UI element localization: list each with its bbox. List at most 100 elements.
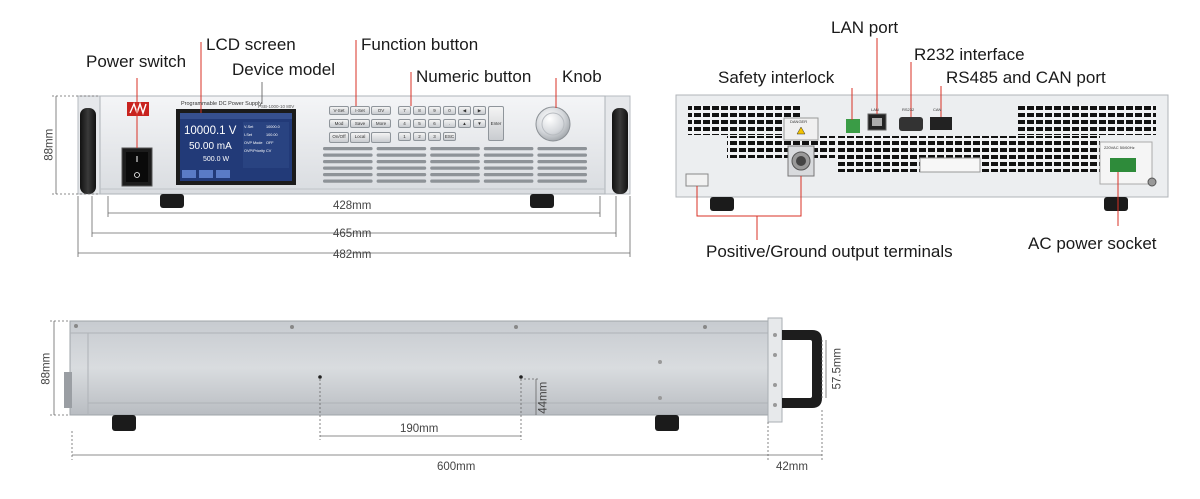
rs485-can-port [930, 117, 952, 130]
dim-front-465: 465mm [333, 228, 372, 240]
front-vent-slot [323, 173, 373, 177]
front-vent-slot [483, 166, 534, 170]
front-vent-slot [376, 160, 427, 164]
side-mount-hole-right [519, 375, 523, 379]
callout-output-terminals: Positive/Ground output terminals [706, 242, 953, 261]
callout-lcd-screen: LCD screen [206, 35, 296, 54]
front-callout-lines [136, 40, 557, 148]
side-body [69, 320, 769, 416]
dim-side-190: 190mm [400, 423, 439, 435]
numeric-button-2: 2 [413, 132, 426, 141]
function-button-5: Save [350, 119, 370, 128]
callout-r232-interface: R232 interface [914, 45, 1025, 64]
front-vent-slot [376, 179, 427, 183]
front-dimension-lines [52, 95, 631, 257]
rear-port-label-lan: LAN [871, 107, 879, 112]
side-handle [782, 330, 822, 408]
numeric-button-5: 5 [413, 119, 426, 128]
front-left-handle [80, 108, 96, 194]
numeric-button-esc: ESC [443, 132, 456, 141]
side-foot-left [112, 415, 136, 431]
function-button-3: OV [371, 106, 391, 115]
callout-lan-port: LAN port [831, 18, 899, 37]
front-right-handle [612, 108, 628, 194]
side-view [64, 317, 822, 431]
front-vent-slot [430, 147, 480, 151]
lcd-row-value-1: 10000.0 [266, 125, 280, 129]
front-vent-slot [430, 173, 480, 177]
rear-view [675, 94, 1169, 211]
lcd-row-value-3: OFF [266, 141, 274, 145]
callout-knob: Knob [562, 67, 602, 86]
model-text: PSB-1000-10 80V [258, 104, 295, 109]
lcd-row-label-3: OVP Mode [244, 141, 263, 145]
ac-power-socket [1110, 158, 1136, 172]
lcd-row-label-2: I-Set [244, 133, 253, 137]
rear-port-label-rs232: RS232 [902, 107, 915, 112]
function-button-8: Local [350, 132, 370, 143]
side-front-ear [767, 317, 783, 423]
side-foot-right [655, 415, 679, 431]
side-dimension-lines [50, 320, 827, 460]
rs232-port [899, 117, 923, 131]
arrow-button-left: ◀ [458, 106, 471, 115]
side-rear-bracket [64, 372, 72, 408]
dim-side-600: 600mm [437, 461, 476, 473]
front-vent-slot [537, 147, 587, 151]
enter-button: Enter [488, 106, 504, 141]
dim-front-482: 482mm [333, 249, 372, 261]
front-vent-slot [430, 179, 480, 183]
rear-vent-right-mid [1018, 136, 1100, 172]
callout-device-model: Device model [232, 60, 335, 79]
callout-numeric-button: Numeric button [416, 67, 532, 86]
function-button-9 [371, 132, 391, 143]
numeric-button-8: 8 [413, 106, 426, 115]
front-vent-slot [323, 153, 373, 157]
front-vent-slot [376, 166, 427, 170]
rear-center-label [919, 157, 981, 173]
function-button-1: V-Set [329, 106, 349, 115]
front-vent-slot [323, 160, 373, 164]
rear-vent-left-top [688, 105, 800, 135]
callout-function-button: Function button [361, 35, 479, 54]
front-vent-slot [537, 179, 587, 183]
dim-side-57-5: 57.5mm [831, 347, 844, 390]
front-vent-slot [376, 153, 427, 157]
arrow-button-right: ▶ [473, 106, 486, 115]
numeric-button-3: 3 [428, 132, 441, 141]
function-button-6: More [371, 119, 391, 128]
lcd-voltage: 10000.1 V [184, 125, 237, 137]
front-vent-slot [537, 153, 587, 157]
lcd-row-label-4: OVP/Priority [244, 149, 265, 153]
lcd-row-value-4: CV [266, 149, 272, 153]
callout-power-switch: Power switch [86, 52, 187, 71]
lcd-row-value-2: 100.00 [266, 133, 278, 137]
front-vent-slot [537, 173, 587, 177]
lcd-power: 500.0 W [203, 156, 230, 163]
front-vent-slot [323, 147, 373, 151]
front-vent-slot [483, 160, 534, 164]
front-vent-slot [483, 153, 534, 157]
numeric-button-0: 0 [443, 106, 456, 115]
front-vent-slot [430, 153, 480, 157]
rear-ac-text: 220VAC 50/60Hz [1104, 145, 1135, 150]
rear-port-label-can: CAN [933, 107, 942, 112]
front-vent-slot [483, 179, 534, 183]
safety-interlock [846, 119, 860, 133]
dim-front-height: 88mm [43, 128, 56, 161]
front-foot-left [160, 194, 184, 208]
numeric-button-9: 9 [428, 106, 441, 115]
callout-safety-interlock: Safety interlock [718, 68, 835, 87]
panel-title: Programmable DC Power Supply [181, 101, 263, 107]
front-foot-right [530, 194, 554, 208]
knob [535, 106, 571, 142]
front-vent-slot [537, 160, 587, 164]
front-vent-slot [323, 179, 373, 183]
rear-vent-left-mid [727, 136, 835, 158]
side-mount-hole-left [318, 375, 322, 379]
callout-ac-power-socket: AC power socket [1028, 234, 1157, 253]
dim-side-height: 88mm [40, 352, 53, 385]
numeric-button-1: 1 [398, 132, 411, 141]
